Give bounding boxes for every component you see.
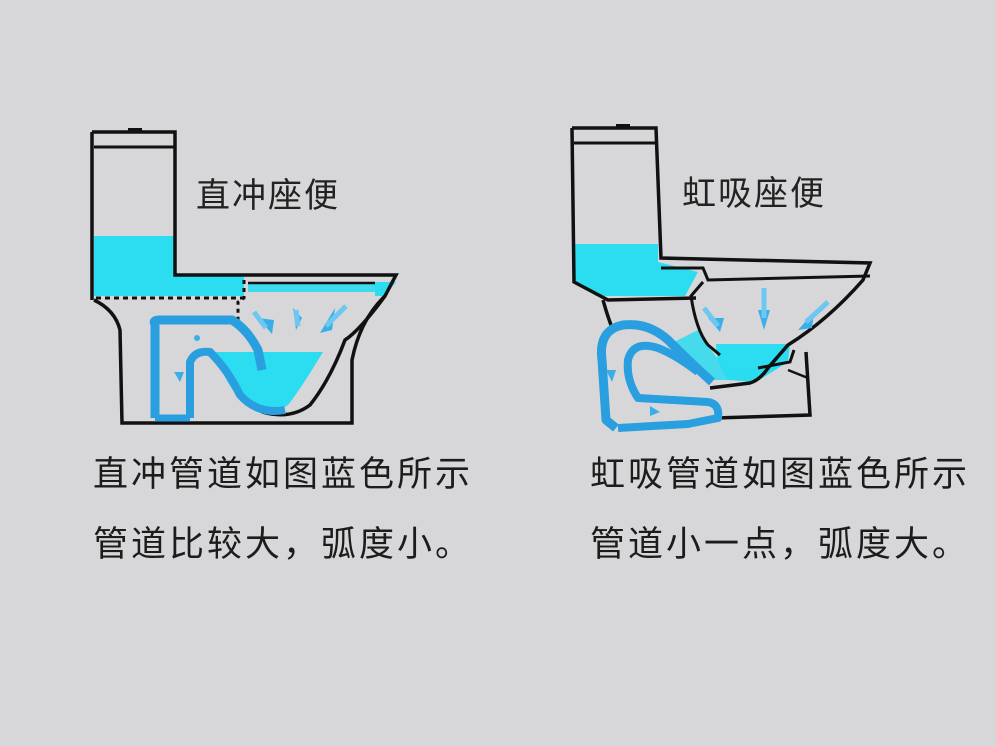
direct-flush-toilet-illustration <box>90 128 399 425</box>
direct-flush-title: 直冲座便 <box>196 176 340 216</box>
flow-arrow-icons <box>606 288 830 416</box>
siphon-title: 虹吸座便 <box>682 174 826 214</box>
direct-flush-caption-line1: 直冲管道如图蓝色所示 <box>93 455 474 495</box>
direct-flush-diagram: 直冲座便 直冲管道如图蓝色所示 管道比较大，弧度小。 <box>90 128 474 565</box>
direct-flush-caption-line2: 管道比较大，弧度小。 <box>93 525 474 565</box>
siphon-trapway-pipe <box>596 320 716 432</box>
trapway-pipe <box>149 315 267 418</box>
tank-channel-water <box>94 276 244 296</box>
siphon-toilet-illustration <box>570 124 873 432</box>
siphon-diagram: 虹吸座便 虹吸管道如图蓝色所示 管道小一点，弧度大。 <box>498 0 996 746</box>
tank-water <box>574 244 698 296</box>
siphon-caption-line2: 管道小一点，弧度大。 <box>590 525 971 565</box>
siphon-caption-line1: 虹吸管道如图蓝色所示 <box>590 455 971 495</box>
flow-arrow-icons <box>174 304 348 382</box>
